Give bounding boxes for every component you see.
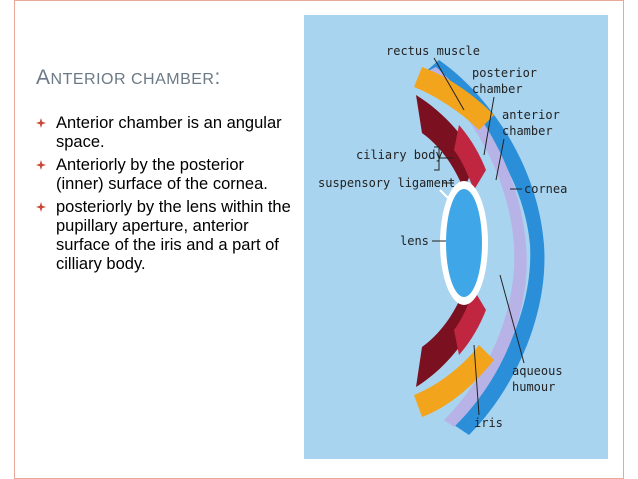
leader-line [483,96,495,156]
leader-line [434,146,454,171]
label-anterior-chamber: chamber [502,124,553,138]
lens [446,189,482,297]
diamond-bullet-icon [36,118,46,128]
bullet-text: Anterior chamber is an angular space. [56,114,282,151]
aqueous-region [424,67,527,427]
leader-line [473,344,480,416]
sclera-bottom [414,345,494,417]
label-iris: iris [474,416,503,430]
label-aqueous: aqueous [512,364,563,378]
ciliary-muscle-bottom [416,290,476,387]
slide-border-top [14,0,624,1]
label-humour: humour [512,380,555,394]
title-initial: A [36,66,51,89]
ciliary-muscle-top [416,95,476,190]
label-chamber: chamber [472,82,523,96]
title-colon: : [214,66,221,89]
slide-title: ANTERIOR CHAMBER: [36,66,221,90]
label-cornea: cornea [524,182,567,196]
leader-line [495,138,505,181]
bullet-item: Anterior chamber is an angular space. [36,114,294,152]
label-anterior: anterior [502,108,560,122]
label-suspensory-ligament: suspensory ligament [318,176,455,190]
suspensory-ligament-line [439,189,451,201]
slide-border-left [14,0,15,479]
cornea-shape [424,60,545,435]
bullet-item: posteriorly by the lens within the pupil… [36,198,294,274]
leader-line [433,57,465,111]
leader-line [499,274,525,364]
diamond-bullet-icon [36,160,46,170]
bullet-item: Anteriorly by the posterior (inner) surf… [36,156,294,194]
iris-top [454,125,486,190]
iris-bottom [454,290,486,355]
eye-diagram: rectus muscle posterior chamber anterior… [304,15,608,459]
slide-border-right [623,0,624,479]
label-rectus-muscle: rectus muscle [386,44,480,58]
label-lens: lens [400,234,429,248]
diamond-bullet-icon [36,202,46,212]
sclera-top [414,67,494,130]
eye-diagram-svg: rectus muscle posterior chamber anterior… [318,44,567,435]
label-ciliary-body: ciliary body [356,148,443,162]
bullet-text: posteriorly by the lens within the pupil… [56,198,291,273]
bullet-list: Anterior chamber is an angular space. An… [36,114,294,278]
title-rest: NTERIOR CHAMBER [50,71,215,88]
bullet-text: Anteriorly by the posterior (inner) surf… [56,156,268,193]
label-posterior: posterior [472,66,537,80]
